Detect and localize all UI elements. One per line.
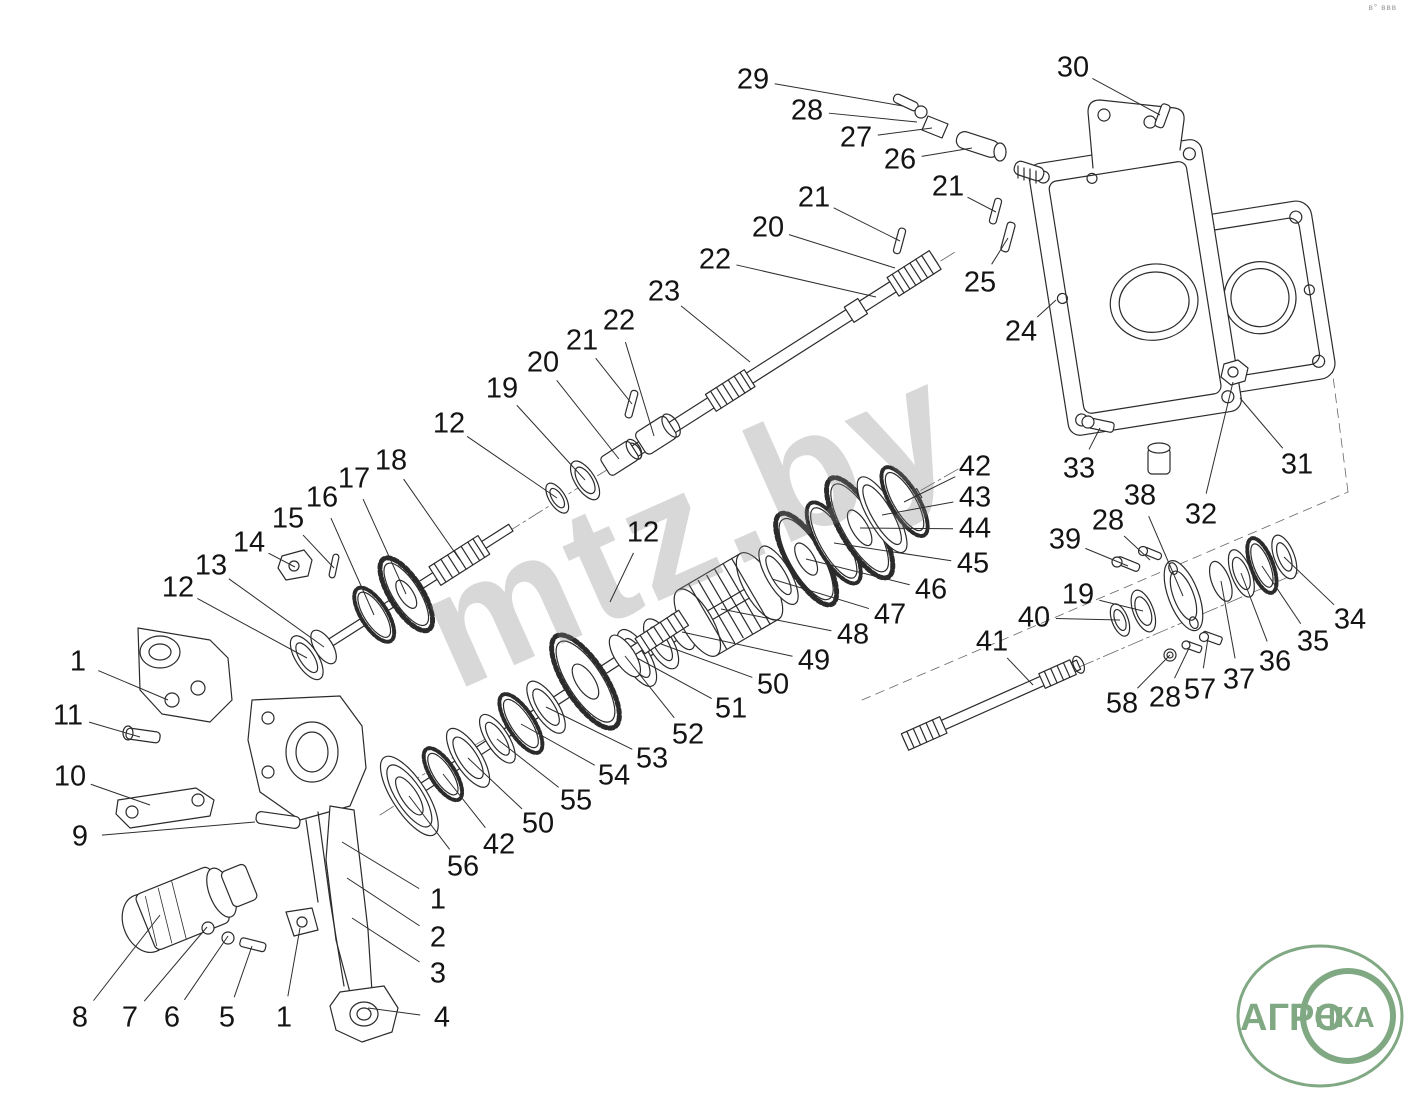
logo-inner-ring bbox=[1300, 968, 1396, 1064]
corner-marks: в° ввв bbox=[1368, 3, 1397, 12]
actuator bbox=[121, 811, 319, 953]
gearbox-housing bbox=[1028, 139, 1242, 436]
main-gear-train bbox=[616, 465, 930, 687]
logo-outer-ring bbox=[1236, 944, 1404, 1088]
top-linkage-parts bbox=[892, 93, 1045, 255]
logo-word: АГРО bbox=[1240, 997, 1343, 1039]
shift-lever-arm bbox=[305, 805, 399, 1043]
agro-nka-logo: АГРО НКА bbox=[1236, 944, 1404, 1088]
pto-shaft bbox=[900, 655, 1086, 751]
upper-shaft bbox=[627, 250, 942, 460]
top-cover-bracket bbox=[1087, 99, 1185, 169]
logo-circle-word: НКА bbox=[1315, 1002, 1375, 1034]
housing-fittings bbox=[1081, 359, 1249, 475]
